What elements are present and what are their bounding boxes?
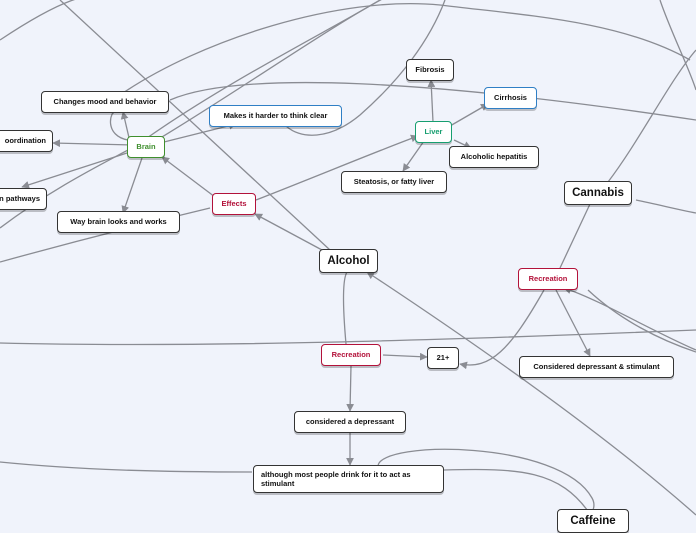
connector	[443, 468, 591, 515]
cannabis-node[interactable]: Cannabis	[564, 181, 632, 205]
alcohol-node[interactable]: Alcohol	[319, 249, 378, 273]
depressant-stimulant-node[interactable]: Considered depressant & stimulant	[519, 356, 674, 378]
considered-depressant-node[interactable]: considered a depressant	[294, 411, 406, 433]
harder-to-think-node[interactable]: Makes it harder to think clear	[209, 105, 342, 127]
pathways-node[interactable]: n pathways	[0, 188, 47, 210]
connector	[0, 461, 253, 473]
connector	[607, 49, 696, 183]
connector	[635, 199, 696, 214]
connector	[346, 365, 355, 412]
connector	[163, 121, 237, 143]
connector	[59, 0, 331, 251]
connector	[587, 289, 696, 353]
alcohol-recreation-node[interactable]: Recreation	[321, 344, 381, 366]
changes-mood-node[interactable]: Changes mood and behavior	[41, 91, 169, 113]
connector	[559, 203, 591, 269]
connector	[121, 157, 143, 214]
brain-node[interactable]: Brain	[127, 136, 165, 158]
connector	[377, 448, 595, 515]
connector	[0, 329, 696, 346]
connector	[382, 352, 428, 361]
stimulant-note-node[interactable]: although most people drink for it to act…	[253, 465, 444, 493]
connector	[366, 271, 696, 516]
connector	[284, 0, 446, 136]
connector	[156, 0, 382, 141]
connector	[659, 0, 696, 91]
cirrhosis-node[interactable]: Cirrhosis	[484, 87, 537, 109]
connector	[169, 81, 696, 121]
connector	[161, 156, 216, 198]
connector	[563, 286, 696, 351]
connector	[52, 139, 133, 148]
alcoholic-hepatitis-node[interactable]: Alcoholic hepatitis	[449, 146, 539, 168]
connector	[0, 0, 76, 41]
age-node[interactable]: 21+	[427, 347, 459, 369]
steatosis-node[interactable]: Steatosis, or fatty liver	[341, 171, 447, 193]
connector	[555, 289, 591, 357]
connector	[342, 271, 348, 345]
connector	[402, 140, 425, 172]
connector	[449, 103, 489, 127]
brain-looks-works-node[interactable]: Way brain looks and works	[57, 211, 180, 233]
connector	[254, 213, 323, 251]
connector	[427, 79, 436, 123]
cannabis-recreation-node[interactable]: Recreation	[518, 268, 578, 290]
coordination-node[interactable]: oordination	[0, 130, 53, 152]
connector	[459, 289, 545, 370]
caffeine-node[interactable]: Caffeine	[557, 509, 629, 533]
effects-node[interactable]: Effects	[212, 193, 256, 215]
connector	[119, 2, 691, 96]
fibrosis-node[interactable]: Fibrosis	[406, 59, 454, 81]
connector	[255, 134, 419, 201]
connector	[21, 151, 131, 189]
liver-node[interactable]: Liver	[415, 121, 452, 143]
